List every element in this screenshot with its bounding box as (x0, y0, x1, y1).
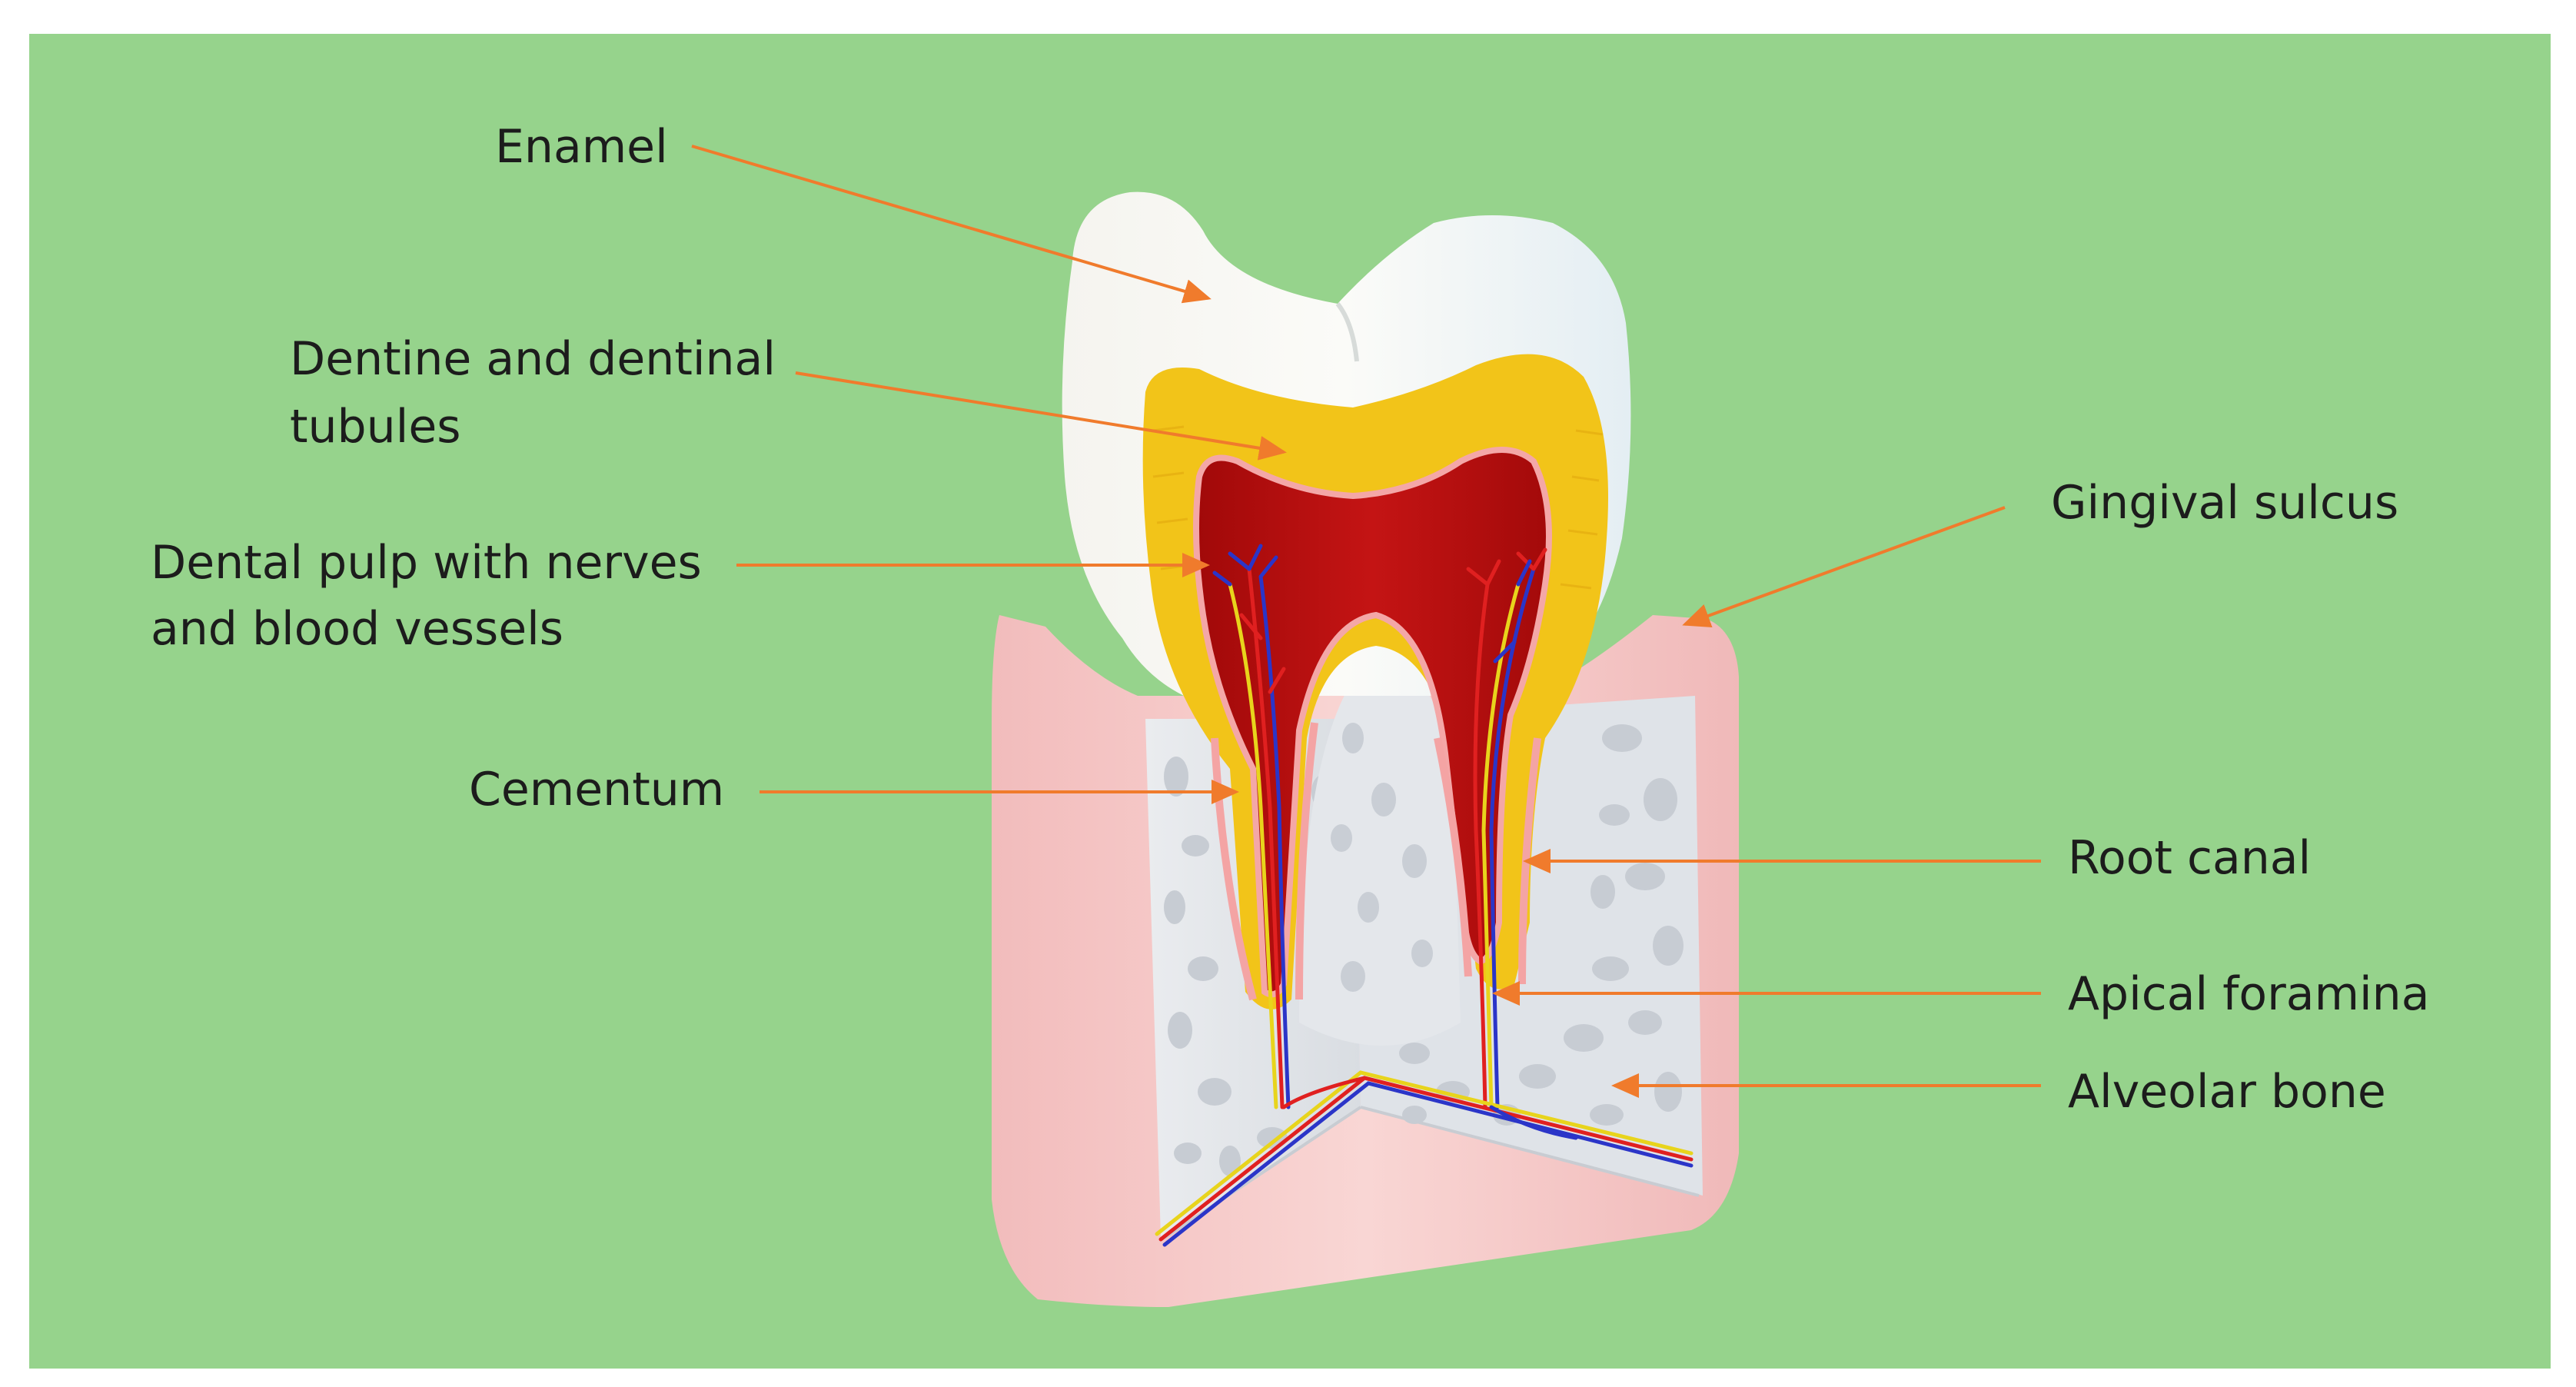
nerves-vessels-right (1466, 547, 1547, 1109)
label-alveolar-bone: Alveolar bone (2068, 1065, 2386, 1119)
label-dentine-line2: tubules (290, 400, 461, 454)
arrow-gingival-sulcus (1682, 506, 2006, 628)
label-enamel: Enamel (495, 120, 668, 174)
label-dentine-line1: Dentine and dentinal (290, 332, 776, 386)
neurovascular-bundle (1155, 1070, 1694, 1247)
arrow-enamel (691, 145, 1212, 304)
cementum-left (1211, 737, 1257, 1001)
nerves-vessels-left (1212, 544, 1291, 1109)
label-root-canal: Root canal (2068, 831, 2312, 885)
label-cementum: Cementum (469, 763, 725, 817)
label-pulp-line1: Dental pulp with nerves (151, 536, 702, 590)
label-apical-foramina: Apical foramina (2068, 967, 2430, 1021)
label-pulp-line2: and blood vessels (151, 602, 564, 656)
arrow-dentine (795, 371, 1287, 461)
leader-arrows (691, 145, 2041, 1098)
label-gingival-sulcus: Gingival sulcus (2051, 476, 2399, 530)
